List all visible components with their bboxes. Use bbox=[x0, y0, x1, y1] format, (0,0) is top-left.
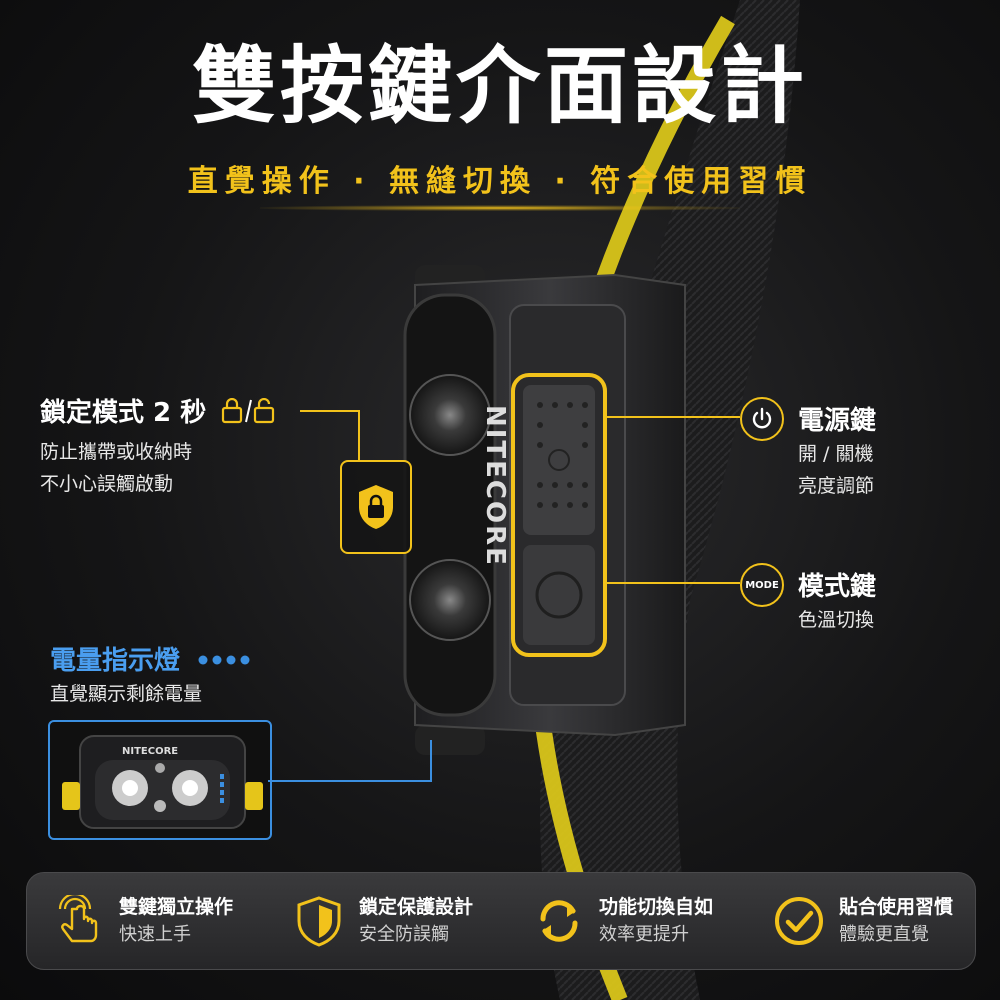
battery-heading-text: 電量指示燈 bbox=[50, 646, 181, 676]
lock-mode-desc: 防止攜帶或收納時 不小心誤觸啟動 bbox=[40, 436, 192, 500]
lock-connector-line bbox=[358, 410, 360, 462]
power-icon bbox=[740, 397, 784, 441]
battery-dots-icon bbox=[198, 655, 250, 665]
mode-desc-line: 色溫切換 bbox=[798, 609, 875, 631]
page-subtitle: 直覺操作 · 無縫切換 · 符合使用習慣 bbox=[187, 164, 813, 199]
feature-subtitle: 安全防誤觸 bbox=[359, 924, 449, 945]
feature-title: 貼合使用習慣 bbox=[839, 896, 954, 918]
lock-mode-heading-text: 鎖定模式 2 秒 bbox=[40, 398, 207, 428]
battery-indicator-heading: 電量指示燈 bbox=[50, 640, 253, 677]
feature-item: 貼合使用習慣 體驗更直覺 bbox=[747, 873, 984, 969]
upper-led-lens bbox=[409, 374, 491, 456]
feature-item: 鎖定保護設計 安全防誤觸 bbox=[267, 873, 504, 969]
lock-badge bbox=[340, 460, 412, 554]
feature-item: 功能切換自如 效率更提升 bbox=[507, 873, 744, 969]
mode-key-heading: 模式鍵 bbox=[798, 572, 877, 602]
mode-connector-line bbox=[605, 582, 740, 584]
mode-key-desc: 色溫切換 bbox=[798, 604, 874, 636]
shield-lock-icon bbox=[359, 485, 393, 529]
check-circle-icon bbox=[775, 897, 823, 945]
mode-button-circle bbox=[535, 571, 583, 619]
shield-icon bbox=[297, 896, 341, 947]
button-panel-outline bbox=[511, 373, 607, 657]
battery-connector-line bbox=[430, 740, 432, 782]
refresh-icon bbox=[540, 900, 578, 942]
page-title: 雙按鍵介面設計 bbox=[191, 37, 808, 135]
feature-title: 功能切換自如 bbox=[599, 896, 714, 918]
mode-icon: MODE bbox=[740, 563, 784, 607]
feature-subtitle: 體驗更直覺 bbox=[839, 924, 929, 945]
lower-led-lens bbox=[409, 559, 491, 641]
lock-desc-line: 防止攜帶或收納時 bbox=[40, 441, 193, 463]
feature-item: 雙鍵獨立操作 快速上手 bbox=[27, 873, 264, 969]
brand-logo-vertical: NITECORE bbox=[480, 405, 510, 567]
feature-subtitle: 快速上手 bbox=[119, 924, 191, 945]
power-key-desc: 開 / 關機 亮度調節 bbox=[798, 438, 874, 502]
lock-mode-heading: 鎖定模式 2 秒 bbox=[40, 392, 275, 429]
power-desc-line: 開 / 關機 bbox=[798, 443, 874, 465]
battery-inset-photo: NITECORE bbox=[48, 720, 272, 840]
battery-indicator-desc: 直覺顯示剩餘電量 bbox=[50, 683, 203, 705]
feature-title: 雙鍵獨立操作 bbox=[119, 896, 234, 918]
feature-title: 鎖定保護設計 bbox=[359, 896, 474, 918]
lock-unlock-icon bbox=[222, 397, 275, 424]
inset-brand: NITECORE bbox=[122, 746, 178, 757]
feature-bar: 雙鍵獨立操作 快速上手 鎖定保護設計 安全防誤觸 功能切換自如 效率更提升 bbox=[26, 872, 976, 970]
title-underline-glow bbox=[260, 205, 740, 211]
power-key-heading: 電源鍵 bbox=[798, 406, 877, 436]
lock-connector-line bbox=[300, 410, 360, 412]
power-desc-line: 亮度調節 bbox=[798, 475, 875, 497]
battery-connector-line bbox=[268, 780, 431, 782]
tap-hand-icon bbox=[58, 895, 98, 943]
lock-desc-line: 不小心誤觸啟動 bbox=[40, 473, 174, 495]
feature-subtitle: 效率更提升 bbox=[599, 924, 689, 945]
power-connector-line bbox=[605, 416, 740, 418]
headlamp-product: NITECORE bbox=[403, 265, 686, 755]
power-button-glyph bbox=[548, 449, 570, 471]
